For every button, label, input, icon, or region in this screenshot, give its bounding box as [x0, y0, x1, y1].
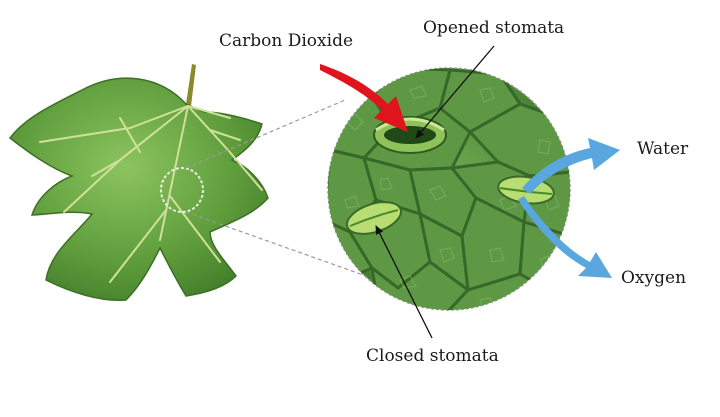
- leaf-veins: [39, 105, 263, 283]
- closed-stomata-label: Closed stomata: [366, 346, 499, 366]
- leaf-blade: [8, 77, 269, 301]
- water-arrow: [522, 138, 620, 194]
- opened-stomata-label: Opened stomata: [423, 18, 565, 38]
- zoom-connector-bottom: [185, 211, 367, 277]
- fig-leaf: [8, 64, 269, 301]
- water-label: Water: [637, 139, 689, 159]
- oxygen-label: Oxygen: [621, 268, 687, 288]
- magnified-leaf-surface: [327, 67, 571, 311]
- carbon-dioxide-label: Carbon Dioxide: [219, 31, 354, 51]
- zoom-region-ring: [160, 167, 204, 213]
- leaf-stem: [186, 64, 196, 106]
- co2-arrow: [320, 64, 408, 132]
- oxygen-arrow: [518, 196, 612, 278]
- opened-stomata-pointer: [415, 45, 495, 139]
- closed-stomata-pointer: [375, 225, 433, 339]
- zoom-connector-top: [185, 99, 346, 169]
